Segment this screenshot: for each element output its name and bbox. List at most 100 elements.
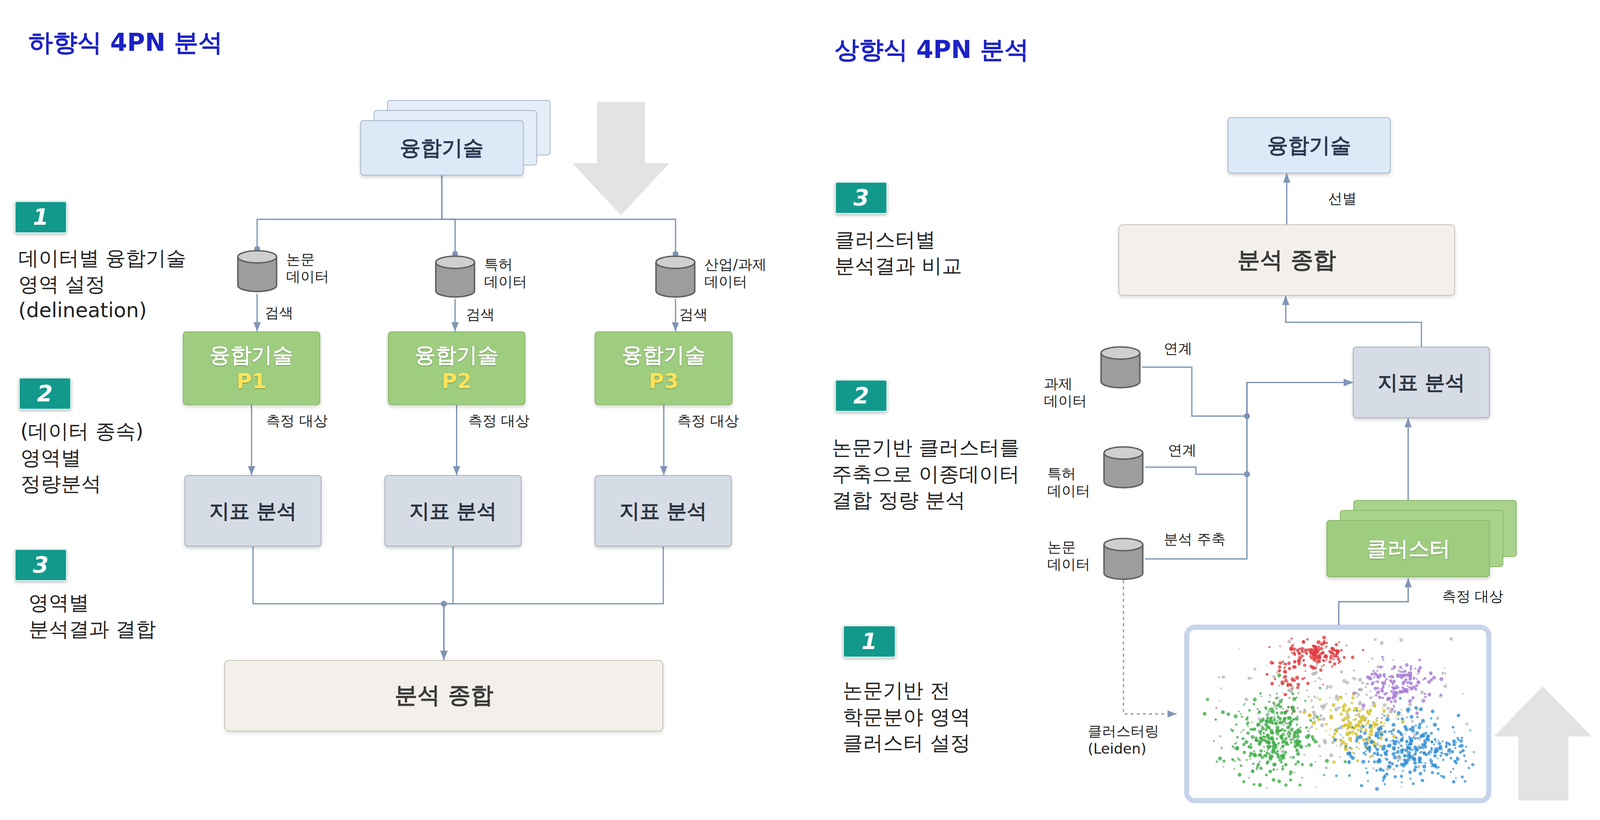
data-label: 특허 데이터: [484, 255, 548, 291]
step-badge: 3: [834, 181, 888, 215]
cluster-box: 클러스터: [1326, 520, 1490, 578]
box-text: 클러스터: [1366, 535, 1451, 563]
box-text: 융합기술: [399, 135, 484, 161]
step-description: 영역별 분석결과 결합: [28, 589, 172, 643]
step-badge: 2: [834, 379, 888, 413]
database-cylinder: 특허 데이터: [433, 254, 477, 300]
data-label: 산업/과제 데이터: [704, 255, 778, 291]
box-text: 분석 종합: [394, 682, 494, 710]
connector: [1144, 382, 1353, 560]
box-text: 지표 분석: [1377, 370, 1466, 396]
step-badge: 2: [18, 377, 72, 411]
indicator-box: 지표 분석: [184, 475, 322, 547]
cylinder-shape: [1099, 345, 1142, 391]
connector: [253, 546, 444, 661]
edge-label: 검색: [677, 305, 710, 324]
indicator-box: 지표 분석: [384, 475, 522, 547]
cylinder-shape: [1101, 536, 1145, 582]
annotation: 측정 대상: [1441, 587, 1540, 606]
database-cylinder: 논문 데이터: [235, 248, 279, 294]
callout-number: 2: [853, 384, 870, 408]
database-cylinder: 논문 데이터: [1101, 536, 1145, 582]
cylinder-shape: [653, 254, 697, 300]
callout-number: 1: [861, 630, 878, 654]
connector: [1286, 173, 1288, 225]
connector: [454, 298, 456, 332]
data-label: 논문 데이터: [286, 250, 350, 286]
connector: [250, 405, 253, 476]
connector: [1144, 382, 1353, 475]
callout-number: 2: [36, 382, 53, 406]
connector: [441, 175, 456, 255]
edge-label: 측정 대상: [675, 412, 741, 430]
data-label: 특허 데이터: [1047, 465, 1097, 500]
edge-label: 측정 대상: [466, 412, 532, 430]
box-text: 융합기술: [1267, 132, 1352, 159]
database-cylinder: 과제 데이터: [1099, 345, 1142, 391]
edge-label: 측정 대상: [264, 412, 330, 430]
summary-box: 분석 종합: [224, 660, 664, 732]
indicator-box: 지표 분석: [1352, 346, 1490, 419]
step-description: (데이터 종속) 영역별 정량분석: [20, 418, 164, 497]
step-description: 클러스터별 분석결과 비교: [834, 226, 978, 280]
area-box: 융합기술P2: [387, 331, 526, 406]
connector: [1407, 418, 1409, 521]
connector: [256, 293, 258, 332]
stacked-box: 융합기술: [360, 120, 524, 176]
box-text: 지표 분석: [209, 499, 298, 524]
edge-label: 연계: [1166, 441, 1199, 459]
database-cylinder: 산업/과제 데이터: [653, 254, 697, 300]
step-badge: 3: [14, 548, 68, 582]
area-box: 융합기술P1: [182, 331, 321, 406]
result-box: 융합기술: [1227, 117, 1391, 174]
cylinder-shape: [235, 248, 279, 294]
down-arrow: [572, 102, 670, 216]
cylinder-shape: [1101, 445, 1145, 491]
edge-label: 검색: [464, 305, 497, 324]
data-label: 과제 데이터: [1043, 375, 1094, 410]
step-badge: 1: [842, 625, 896, 659]
box-text: P3: [648, 368, 679, 395]
connector: [456, 405, 458, 476]
box-text: 지표 분석: [409, 499, 498, 524]
summary-box: 분석 종합: [1118, 224, 1456, 296]
connector: [441, 175, 676, 255]
edge-label: 연계: [1162, 340, 1195, 358]
connector: [257, 175, 443, 250]
annotation: 클러스터링 (Leiden): [1087, 722, 1172, 759]
callout-number: 3: [853, 186, 870, 210]
box-text: 분석 종합: [1237, 246, 1337, 275]
cluster-scatter: [1202, 635, 1475, 791]
edge-label: 검색: [263, 304, 296, 322]
connector: [443, 546, 664, 661]
callout-number: 1: [32, 205, 49, 229]
edge-label: 선별: [1326, 189, 1359, 208]
up-arrow: [1493, 686, 1592, 802]
box-text: 융합기술: [414, 342, 499, 369]
cluster-plot-panel: [1186, 627, 1490, 802]
box-text: 융합기술: [621, 342, 706, 369]
indicator-box: 지표 분석: [594, 475, 732, 547]
box-text: P2: [441, 368, 472, 395]
connector: [674, 298, 677, 332]
edge-label: 분석 주축: [1162, 530, 1228, 549]
step-description: 논문기반 전 학문분야 영역 클러스터 설정: [842, 677, 1006, 757]
cylinder-shape: [433, 254, 477, 300]
box-text: P1: [236, 368, 267, 395]
box-text: 융합기술: [209, 342, 294, 369]
section-title: 상향식 4PN 분석: [834, 33, 1162, 67]
connector: [1285, 295, 1422, 347]
database-cylinder: 특허 데이터: [1101, 445, 1145, 491]
measure-leader: [1338, 578, 1408, 626]
clustering-leader: [1123, 580, 1177, 715]
step-description: 데이터별 융합기술 영역 설정 (delineation): [18, 245, 223, 324]
callout-number: 3: [32, 553, 49, 577]
box-text: 지표 분석: [619, 499, 708, 524]
step-badge: 1: [14, 200, 68, 234]
step-description: 논문기반 클러스터를 주축으로 이종데이터 결합 정량 분석: [831, 434, 1031, 514]
section-title: 하향식 4PN 분석: [28, 26, 356, 60]
data-label: 논문 데이터: [1047, 538, 1097, 574]
connector: [663, 405, 665, 476]
area-box: 융합기술P3: [594, 331, 733, 406]
